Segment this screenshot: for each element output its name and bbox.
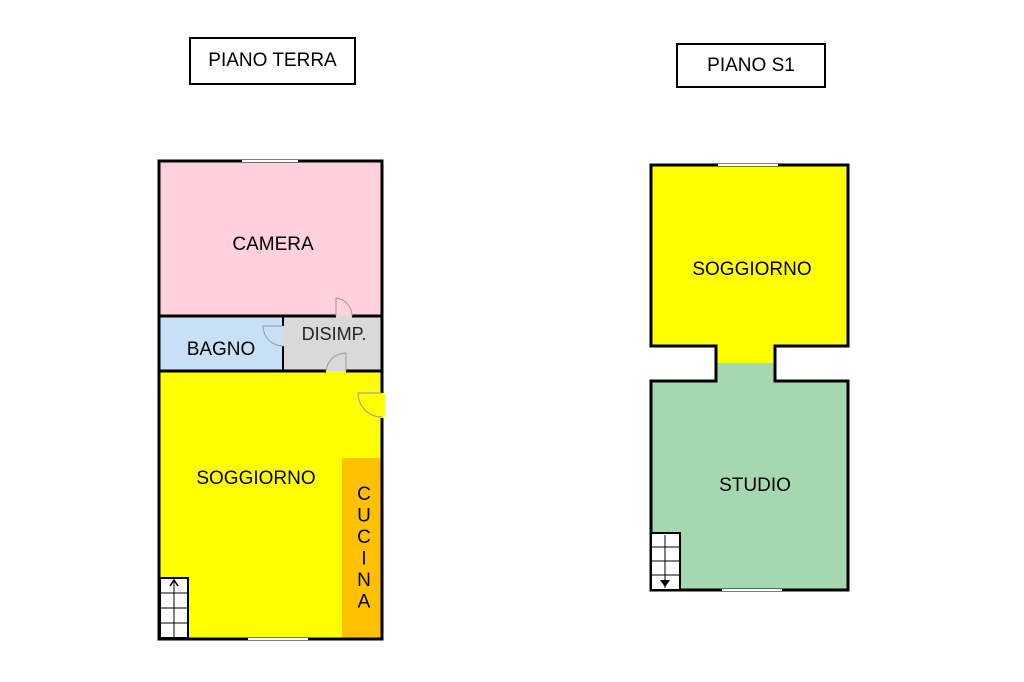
stairs-icon-s1 bbox=[650, 532, 681, 591]
door-swing-bagno bbox=[262, 325, 284, 347]
label-soggiorno-s1: SOGGIORNO bbox=[692, 259, 811, 280]
label-disimpegno: DISIMP. bbox=[302, 324, 367, 344]
floor-title-piano-s1: PIANO S1 bbox=[676, 43, 826, 88]
entrance-opening bbox=[380, 393, 385, 418]
door-swing-entrance bbox=[357, 392, 383, 418]
label-studio: STUDIO bbox=[719, 475, 791, 496]
stairs-icon bbox=[159, 577, 189, 639]
room-bagno bbox=[160, 316, 283, 371]
room-disimpegno bbox=[283, 316, 382, 371]
door-swing-disimp bbox=[325, 352, 347, 372]
label-camera: CAMERA bbox=[232, 234, 314, 255]
room-cucina bbox=[342, 458, 382, 638]
floor-plan-piano-s1: SOGGIORNO STUDIO bbox=[649, 163, 850, 592]
outer-wall-s1 bbox=[649, 163, 850, 592]
label-bagno: BAGNO bbox=[187, 339, 256, 360]
room-camera bbox=[160, 162, 382, 316]
room-soggiorno-s1 bbox=[651, 165, 848, 346]
passage-soggiorno-studio bbox=[716, 346, 775, 363]
label-soggiorno-terra: SOGGIORNO bbox=[196, 468, 315, 489]
door-swing-camera bbox=[335, 297, 353, 317]
floor-title-piano-terra: PIANO TERRA bbox=[189, 37, 356, 85]
